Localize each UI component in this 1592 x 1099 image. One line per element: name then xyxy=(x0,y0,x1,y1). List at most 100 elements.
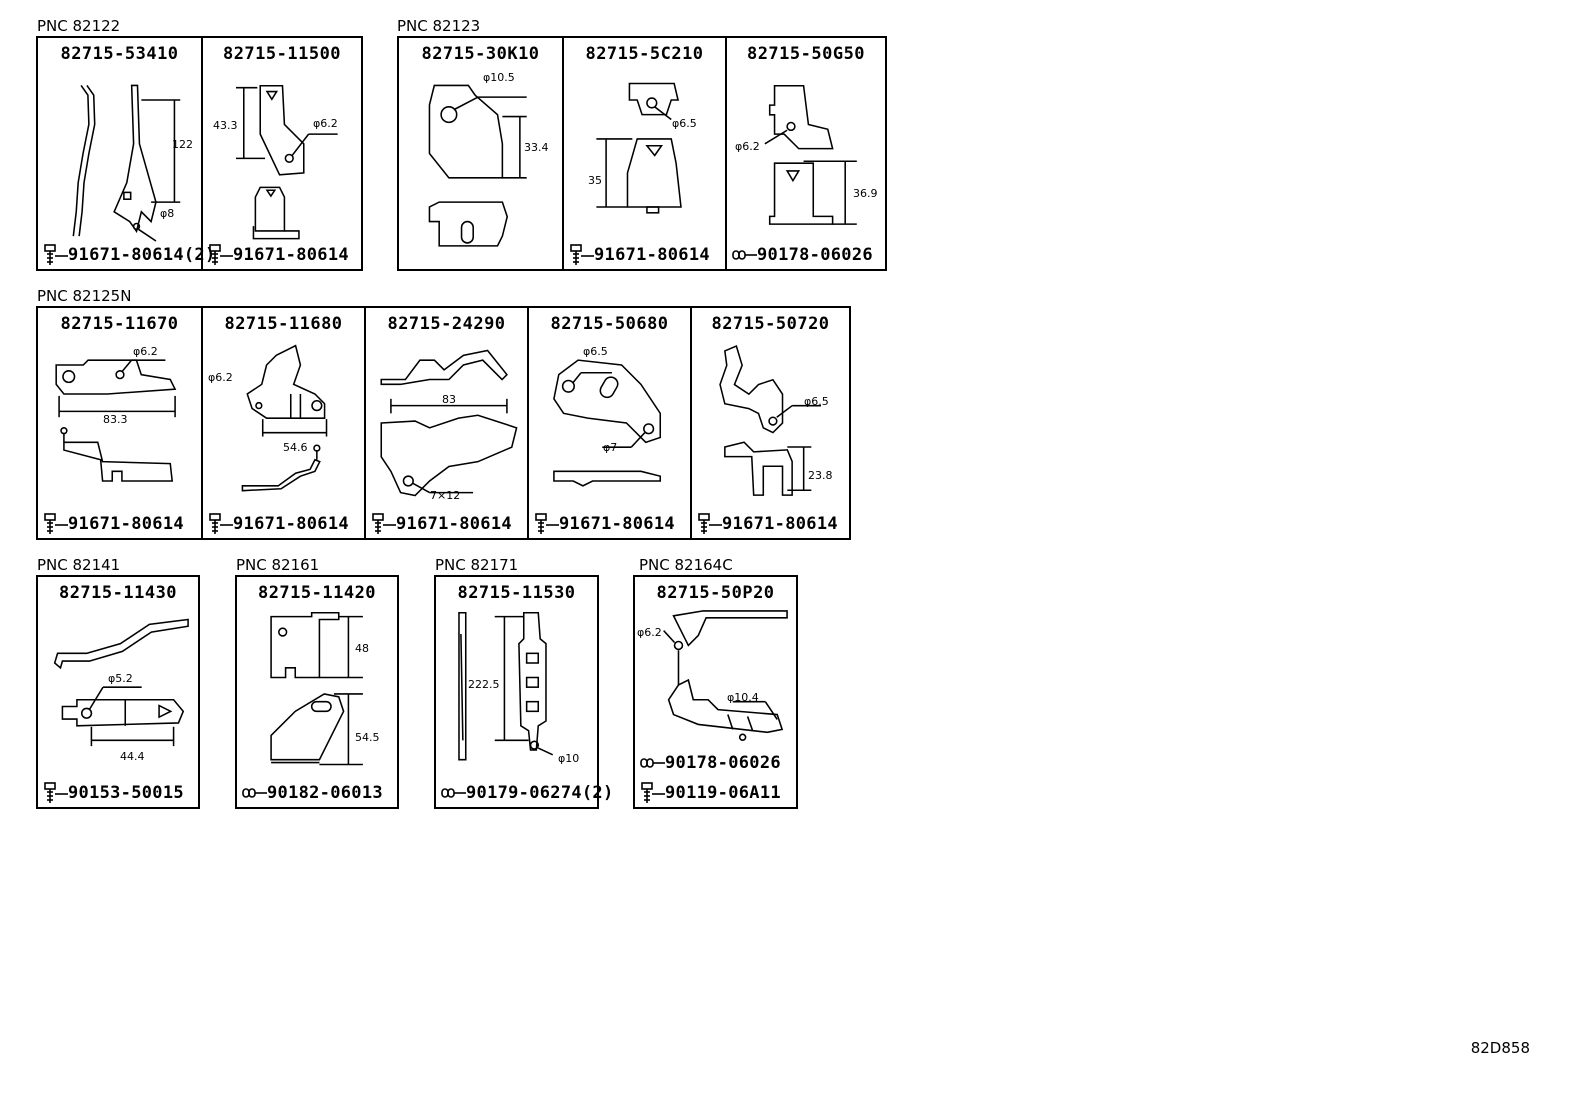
part-group-box: 82715-50P20 φ6.2 φ10.4 90178-06026 90 xyxy=(633,575,798,809)
dimension-label: 48 xyxy=(355,642,369,655)
part-group-box: 82715-11530 222.5 φ10 90179-06274(2) xyxy=(434,575,613,809)
part-cell[interactable]: 82715-50G50 φ6.2 36.9 90178-06026 xyxy=(725,38,885,269)
bracket-drawing xyxy=(568,66,721,241)
part-group-box: 82715-53410 122 φ8 91671-80614(2) 82715-… xyxy=(36,36,363,271)
dimension-label: φ6.2 xyxy=(133,345,158,358)
part-number: 82715-30K10 xyxy=(421,44,540,64)
dimension-label: 23.8 xyxy=(808,469,833,482)
dimension-label: φ6.5 xyxy=(583,345,608,358)
fastener-number: 90182-06013 xyxy=(267,783,383,803)
part-cell[interactable]: 82715-5C210 φ6.5 35 91671-80614 xyxy=(562,38,725,269)
fastener-number: 90179-06274(2) xyxy=(466,783,614,803)
fastener-number: 91671-80614 xyxy=(722,514,838,534)
part-cell[interactable]: 82715-53410 122 φ8 91671-80614(2) xyxy=(38,38,215,269)
dimension-label: 122 xyxy=(172,138,193,151)
bracket-drawing xyxy=(42,336,197,510)
dimension-label: φ5.2 xyxy=(108,672,133,685)
bracket-drawing xyxy=(241,605,393,779)
nut-icon xyxy=(639,752,665,774)
bracket-drawing xyxy=(42,66,197,242)
dimension-label: φ10 xyxy=(558,752,580,765)
bolt-icon xyxy=(42,513,68,535)
bracket-drawing xyxy=(533,336,686,510)
fastener-row[interactable]: 90179-06274(2) xyxy=(440,782,613,804)
fastener-row[interactable]: 90178-06026 xyxy=(731,244,885,266)
part-cell[interactable]: 82715-11420 48 54.5 90182-06013 xyxy=(237,577,397,807)
fastener-row[interactable]: 91671-80614 xyxy=(207,244,361,266)
fastener-row[interactable]: 90119-06A11 xyxy=(639,782,796,804)
fastener-row[interactable]: 91671-80614(2) xyxy=(42,244,215,266)
pnc-label: PNC 82171 xyxy=(435,556,519,574)
fastener-row[interactable]: 91671-80614 xyxy=(696,513,849,535)
part-number: 82715-11530 xyxy=(457,583,576,603)
dimension-label: 43.3 xyxy=(213,119,238,132)
part-cell[interactable]: 82715-11670 φ6.2 83.3 91671-80614 xyxy=(38,308,201,538)
fastener-row[interactable]: 90153-50015 xyxy=(42,782,198,804)
dimension-label: 222.5 xyxy=(468,678,500,691)
bolt-icon xyxy=(42,782,68,804)
bolt-icon xyxy=(42,244,68,266)
fastener-row[interactable]: 91671-80614 xyxy=(42,513,201,535)
dimension-label: φ8 xyxy=(160,207,175,220)
bracket-drawing xyxy=(207,336,360,510)
part-cell[interactable]: 82715-11500 43.3 φ6.2 91671-80614 xyxy=(201,38,361,269)
fastener-number: 91671-80614 xyxy=(233,245,349,265)
bolt-icon xyxy=(370,513,396,535)
part-cell[interactable]: 82715-24290 83 7×12 91671-80614 xyxy=(364,308,527,538)
dimension-label: φ6.5 xyxy=(672,117,697,130)
dimension-label: 44.4 xyxy=(120,750,145,763)
bracket-drawing xyxy=(639,605,792,755)
part-cell[interactable]: 82715-50680 φ6.5 φ7 91671-80614 xyxy=(527,308,690,538)
fastener-row[interactable]: 91671-80614 xyxy=(370,513,527,535)
pnc-label: PNC 82125N xyxy=(37,287,132,305)
dimension-label: φ6.2 xyxy=(313,117,338,130)
part-cell[interactable]: 82715-50P20 φ6.2 φ10.4 90178-06026 90 xyxy=(635,577,796,807)
part-cell[interactable]: 82715-11430 φ5.2 44.4 90153-50015 xyxy=(38,577,198,807)
part-cell[interactable]: 82715-30K10 φ10.5 33.4 xyxy=(399,38,562,269)
part-cell[interactable]: 82715-11530 222.5 φ10 90179-06274(2) xyxy=(436,577,613,807)
fastener-row[interactable]: 91671-80614 xyxy=(568,244,725,266)
dimension-label: 7×12 xyxy=(430,489,461,502)
part-group-box: 82715-11430 φ5.2 44.4 90153-50015 xyxy=(36,575,200,809)
dimension-label: 36.9 xyxy=(853,187,878,200)
fastener-row[interactable]: 90182-06013 xyxy=(241,782,397,804)
fastener-number: 91671-80614 xyxy=(396,514,512,534)
bracket-drawing xyxy=(403,66,558,247)
part-number: 82715-11420 xyxy=(257,583,377,603)
fastener-number: 90178-06026 xyxy=(665,753,781,773)
dimension-label: φ7 xyxy=(603,441,618,454)
fastener-row[interactable]: 90178-06026 xyxy=(639,752,796,774)
fastener-number: 91671-80614 xyxy=(559,514,675,534)
dimension-label: 83 xyxy=(442,393,456,406)
pnc-label: PNC 82122 xyxy=(37,17,121,35)
part-cell[interactable]: 82715-50720 φ6.5 23.8 91671-80614 xyxy=(690,308,849,538)
fastener-number: 90178-06026 xyxy=(757,245,873,265)
dimension-label: φ6.2 xyxy=(735,140,760,153)
fastener-number: 91671-80614 xyxy=(594,245,710,265)
nut-icon xyxy=(731,244,757,266)
bracket-drawing xyxy=(440,605,593,779)
dimension-label: 54.6 xyxy=(283,441,308,454)
part-number: 82715-24290 xyxy=(387,314,506,334)
bracket-drawing xyxy=(207,66,357,241)
nut-icon xyxy=(241,782,267,804)
dimension-label: φ10.5 xyxy=(483,71,515,84)
part-number: 82715-11680 xyxy=(224,314,343,334)
part-cell[interactable]: 82715-11680 φ6.2 54.6 91671-80614 xyxy=(201,308,364,538)
fastener-row[interactable]: 91671-80614 xyxy=(533,513,690,535)
bracket-drawing xyxy=(731,66,881,241)
part-number: 82715-53410 xyxy=(60,44,179,64)
part-number: 82715-11500 xyxy=(222,44,342,64)
bolt-icon xyxy=(207,513,233,535)
dimension-label: φ6.2 xyxy=(208,371,233,384)
fastener-row[interactable]: 91671-80614 xyxy=(207,513,364,535)
pnc-label: PNC 82123 xyxy=(397,17,481,35)
dimension-label: φ10.4 xyxy=(727,691,759,704)
part-number: 82715-50P20 xyxy=(656,583,775,603)
dimension-label: 35 xyxy=(588,174,602,187)
fastener-number: 91671-80614 xyxy=(233,514,349,534)
figure-id: 82D858 xyxy=(1470,1039,1530,1057)
bracket-drawing xyxy=(42,605,194,779)
pnc-label: PNC 82141 xyxy=(37,556,121,574)
part-group-box: 82715-11420 48 54.5 90182-06013 xyxy=(235,575,399,809)
